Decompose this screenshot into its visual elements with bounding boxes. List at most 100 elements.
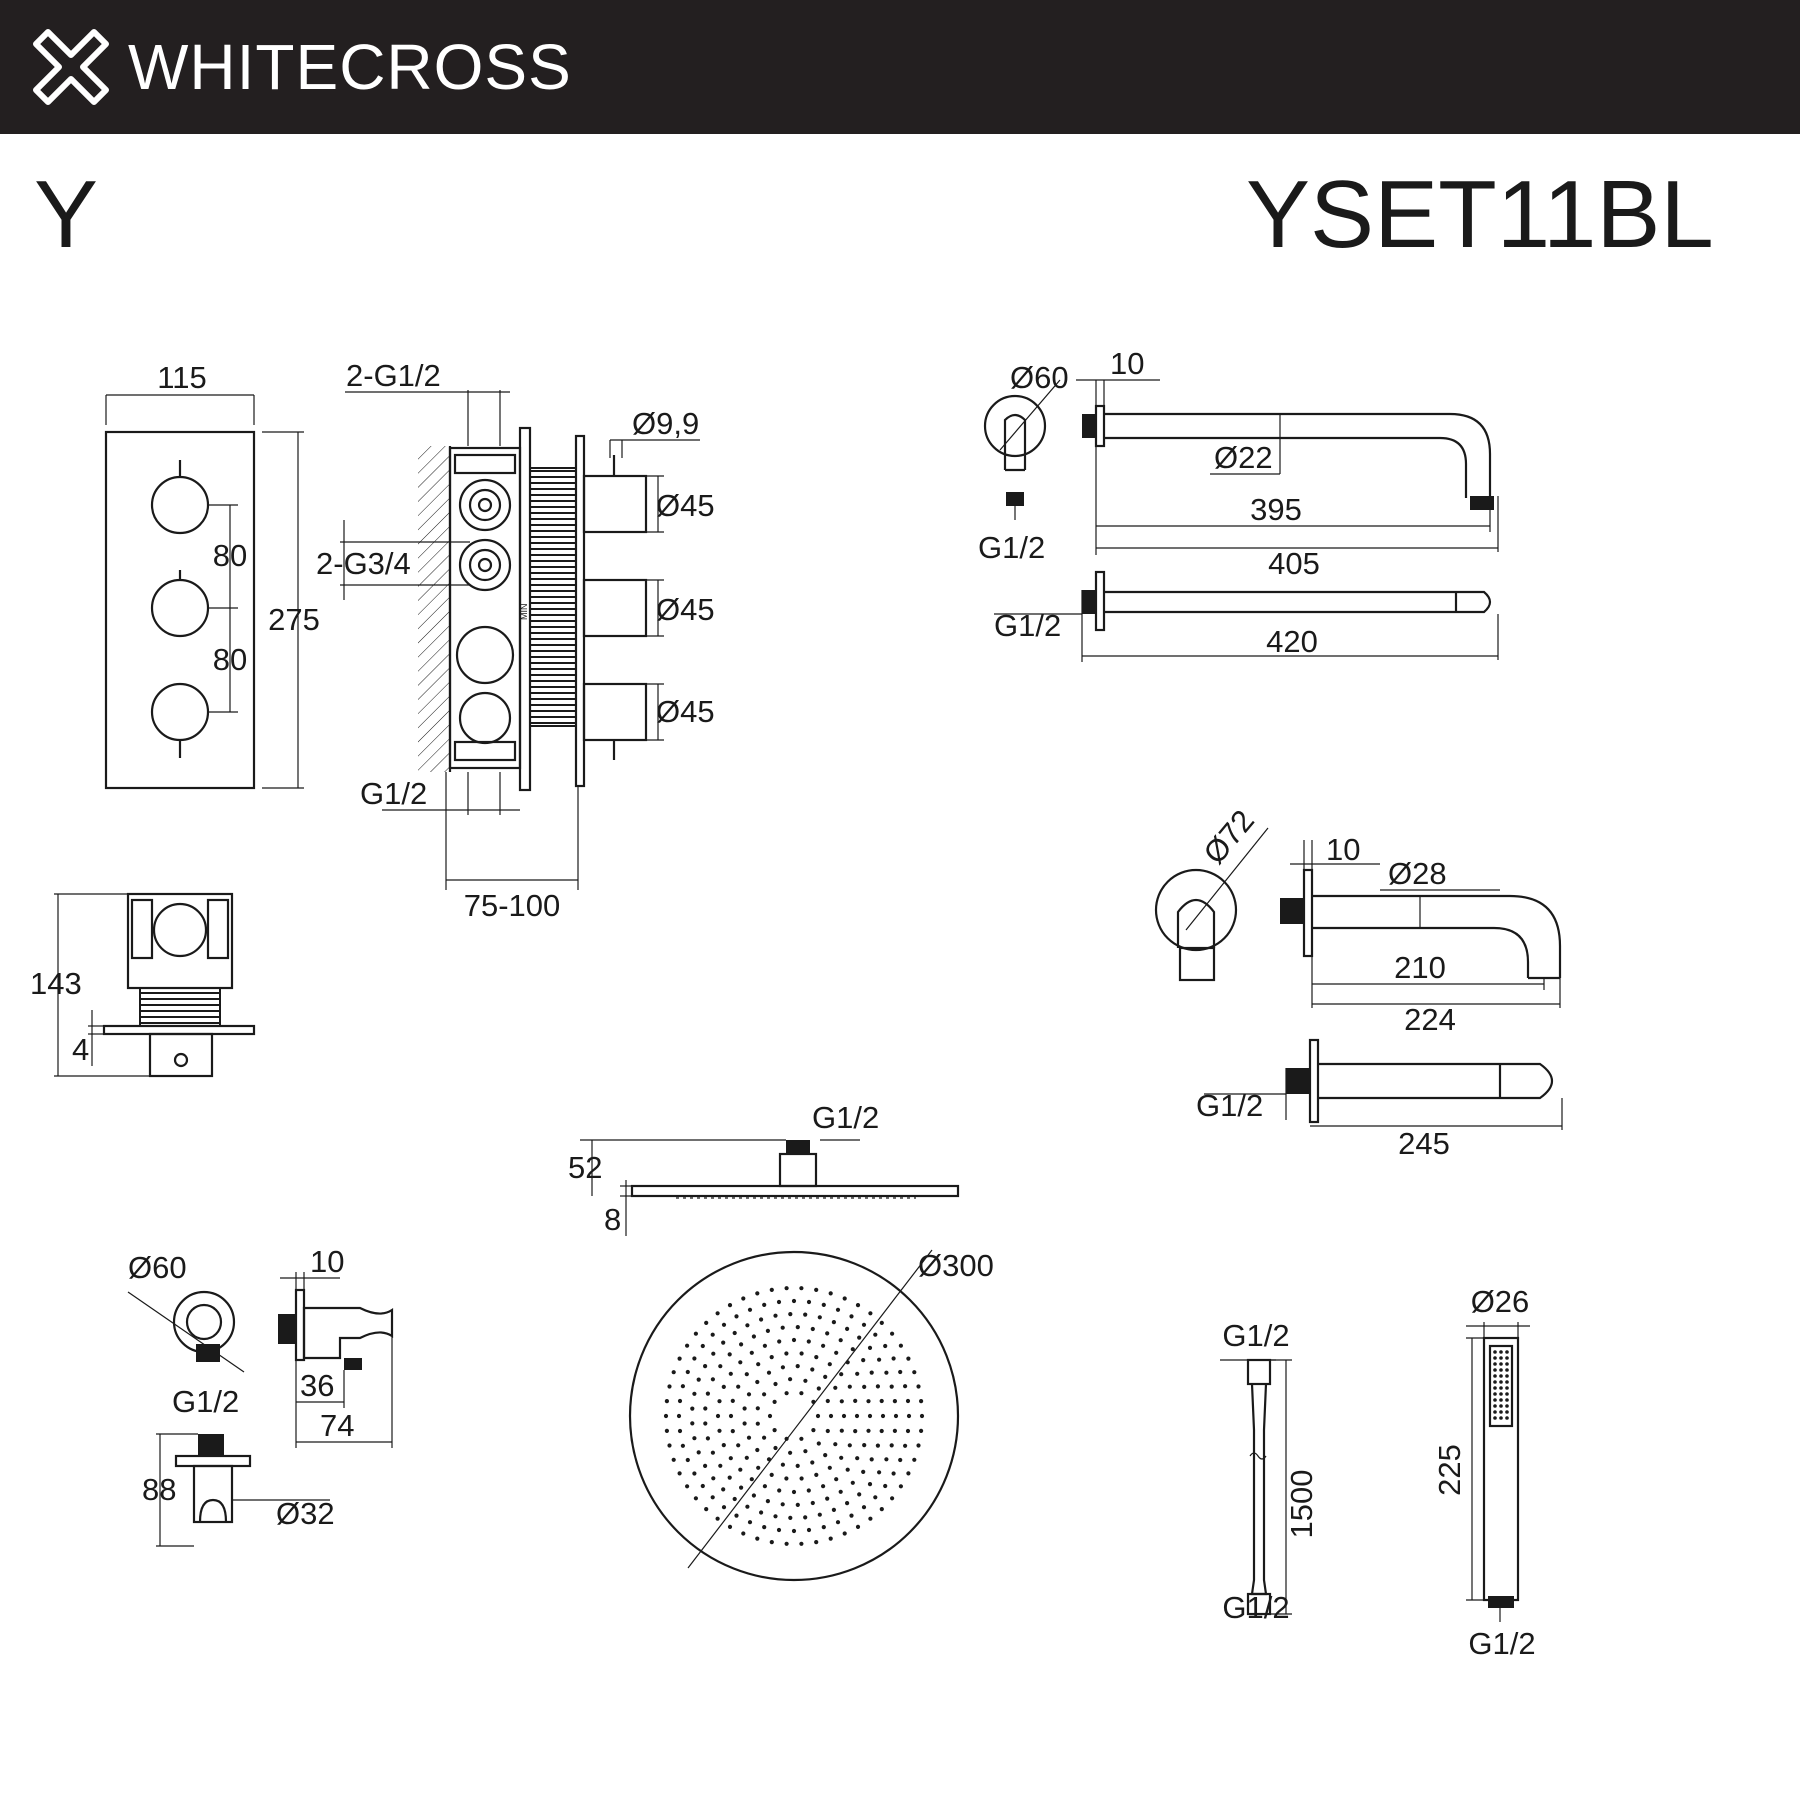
- nozzle-dot: [667, 1384, 672, 1389]
- nozzle-dot: [892, 1399, 898, 1404]
- nozzle-dot: [890, 1331, 895, 1336]
- nozzle-dot: [671, 1370, 676, 1375]
- nozzle-dot: [715, 1311, 720, 1316]
- nozzle-dot: [815, 1413, 821, 1419]
- dim-arm-thread-b: G1/2: [994, 608, 1061, 643]
- nozzle-dot: [816, 1386, 821, 1391]
- hand-nozzle-dot: [1499, 1362, 1503, 1366]
- hand-nozzle-dot: [1505, 1356, 1509, 1360]
- nozzle-dot: [777, 1339, 782, 1344]
- nozzle-dot: [803, 1515, 808, 1520]
- nozzle-dot: [791, 1337, 797, 1343]
- dim-outlet-holder-dia: Ø32: [276, 1496, 335, 1531]
- min-mark: MIN: [519, 604, 529, 621]
- nozzle-dot: [880, 1413, 886, 1419]
- nozzle-dot: [788, 1312, 793, 1317]
- nozzle-dot: [715, 1413, 721, 1419]
- nozzle-dot: [867, 1482, 873, 1487]
- nozzle-dot: [744, 1455, 749, 1460]
- hand-nozzle-dot: [1499, 1368, 1503, 1372]
- nozzle-dot: [700, 1483, 705, 1489]
- nozzle-dot: [766, 1370, 772, 1375]
- nozzle-dot: [861, 1322, 867, 1327]
- nozzle-dot: [889, 1443, 894, 1448]
- dim-outlet-thread: G1/2: [172, 1384, 239, 1419]
- nozzle-dot: [751, 1493, 757, 1498]
- nozzle-dot: [831, 1507, 837, 1512]
- nozzle-dot: [861, 1505, 867, 1510]
- hand-nozzle-dot: [1499, 1392, 1503, 1396]
- nozzle-dot: [721, 1340, 726, 1345]
- nozzle-dot: [704, 1507, 709, 1512]
- nozzle-dot: [853, 1429, 858, 1434]
- nozzle-dot: [879, 1398, 884, 1404]
- dim-hose-thread-bottom: G1/2: [1222, 1590, 1289, 1625]
- nozzle-dot: [728, 1371, 733, 1376]
- hand-nozzle-dot: [1493, 1368, 1497, 1372]
- nozzle-dot: [814, 1355, 819, 1360]
- nozzle-dot: [854, 1413, 860, 1419]
- nozzle-dot: [717, 1399, 722, 1404]
- nozzle-dot: [693, 1331, 699, 1336]
- nozzle-dot: [762, 1525, 767, 1530]
- nozzle-dot: [677, 1471, 682, 1476]
- nozzle-dot: [704, 1320, 709, 1325]
- nozzle-dot: [855, 1371, 860, 1376]
- nozzle-dot: [868, 1516, 873, 1521]
- nozzle-dot: [835, 1520, 841, 1525]
- nozzle-dot: [690, 1421, 695, 1426]
- nozzle-dot: [850, 1480, 855, 1485]
- hand-nozzle-dot: [1505, 1392, 1509, 1396]
- dim-spout-thread: G1/2: [1196, 1088, 1263, 1123]
- hand-nozzle-dot: [1499, 1374, 1503, 1378]
- nozzle-dot: [823, 1453, 828, 1458]
- dim-head-thickness: 8: [604, 1202, 621, 1237]
- nozzle-dot: [762, 1435, 767, 1440]
- nozzle-dot: [791, 1298, 797, 1304]
- nozzle-dot: [767, 1413, 773, 1419]
- nozzle-dot: [810, 1326, 815, 1332]
- dim-plate-height: 275: [268, 602, 320, 637]
- nozzle-dot: [705, 1391, 711, 1396]
- nozzle-dot: [853, 1398, 858, 1403]
- nozzle-dot: [831, 1320, 837, 1325]
- wall-outlet-holder: Ø60 G1/2 10 36 74 88 Ø32: [127, 1244, 394, 1547]
- nozzle-dot: [756, 1362, 761, 1367]
- nozzle-dot: [867, 1345, 873, 1350]
- dim-plate-thickness: 4: [72, 1032, 89, 1067]
- nozzle-dot: [756, 1465, 761, 1470]
- nozzle-dot: [916, 1443, 921, 1448]
- nozzle-dot: [728, 1413, 734, 1419]
- nozzle-dot: [814, 1540, 819, 1545]
- nozzle-dot: [855, 1456, 860, 1461]
- hand-nozzle-dot: [1505, 1368, 1509, 1372]
- nozzle-dot: [893, 1413, 899, 1419]
- nozzle-dot: [762, 1484, 768, 1489]
- nozzle-dot: [799, 1391, 804, 1396]
- nozzle-dot: [721, 1443, 726, 1448]
- hand-nozzle-dot: [1493, 1398, 1497, 1402]
- dim-depth: 75-100: [464, 888, 561, 923]
- nozzle-dot: [762, 1392, 767, 1397]
- hand-nozzle-dot: [1505, 1410, 1509, 1414]
- hand-nozzle-dot: [1499, 1356, 1503, 1360]
- nozzle-dot: [855, 1303, 861, 1308]
- dim-arm-length-inner: 395: [1250, 492, 1302, 527]
- dim-outlet-flange-depth: 10: [310, 1244, 344, 1279]
- nozzle-dot: [769, 1472, 774, 1477]
- dim-arm-pipe-dia: Ø22: [1214, 440, 1273, 475]
- nozzle-dot: [769, 1540, 774, 1545]
- dim-hand-diameter: Ø26: [1471, 1284, 1530, 1319]
- model-label: YSET11BL: [1246, 161, 1714, 268]
- nozzle-dot: [838, 1489, 843, 1494]
- nozzle-dot: [703, 1406, 708, 1411]
- nozzle-dot: [717, 1428, 722, 1433]
- nozzle-dot: [742, 1406, 747, 1411]
- hand-nozzle-dot: [1493, 1374, 1497, 1378]
- nozzle-dot: [710, 1495, 715, 1500]
- dim-arm-flange-depth: 10: [1110, 346, 1144, 381]
- nozzle-dot: [741, 1296, 746, 1301]
- hand-nozzle-dot: [1493, 1416, 1497, 1420]
- nozzle-dot: [821, 1525, 826, 1530]
- nozzle-dot: [875, 1384, 881, 1389]
